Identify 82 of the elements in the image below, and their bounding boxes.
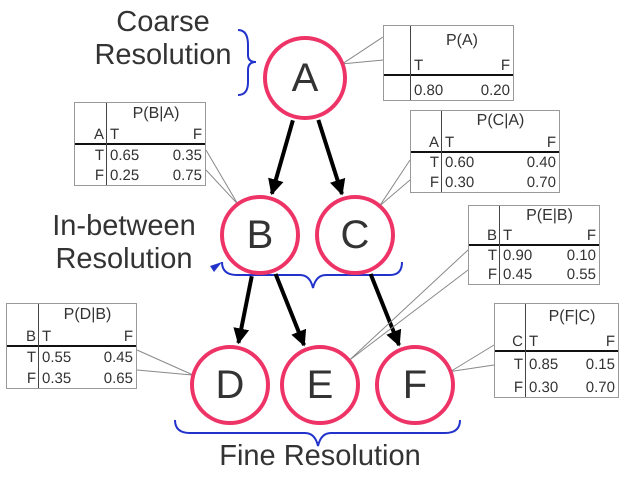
column-header: T [42,329,52,344]
table-title: P(C|A) [476,113,524,130]
row-header: F [488,267,497,282]
probability-table [6,303,137,389]
node-letter: F [402,365,428,405]
table-title: P(E|B) [526,208,573,224]
probability-value: 0.70 [526,175,556,190]
row-header: T [26,350,36,365]
arrow [274,273,306,347]
row-header: F [514,380,523,395]
node-letter: D [216,365,244,405]
node-letter: C [340,215,370,255]
probability-value: 0.60 [445,154,474,170]
column-header: T [110,127,120,142]
row-header: C [512,334,523,348]
row-header: T [430,154,439,170]
column-header: T [503,228,512,243]
probability-value: 0.85 [529,356,558,372]
probability-value: 0.55 [42,350,72,365]
table-title: P(A) [446,32,478,49]
table-title: P(F|C) [548,309,596,326]
table-title: P(B|A) [132,106,180,122]
column-header: T [414,58,424,74]
probability-table [74,102,206,186]
node-letter: E [306,365,334,405]
column-header: F [606,334,615,348]
row-header: T [514,356,523,372]
table-title: P(D|B) [64,307,112,323]
arrow [368,273,402,347]
leader-line [136,350,194,376]
level-label: Fine Resolution [218,440,422,474]
probability-value: 0.20 [480,82,510,98]
probability-value: 0.30 [445,175,474,190]
probability-value: 0.90 [503,248,532,262]
column-header: F [586,228,596,243]
probability-value: 0.35 [172,148,202,162]
leader-line [450,344,494,372]
variable-node [220,195,300,275]
probability-table [410,110,560,193]
column-header: F [124,329,133,344]
level-label: In-between Resolution [51,210,197,277]
probability-value: 0.25 [110,168,140,183]
level-label: Coarse Resolution [93,6,233,73]
probability-value: 0.35 [42,371,72,386]
probability-value: 0.80 [414,82,444,98]
column-header: T [445,134,454,150]
row-header: F [430,175,439,190]
leader-line [348,250,468,361]
arrow [268,120,295,196]
row-header: B [26,329,36,344]
row-header: T [94,148,104,162]
probability-value: 0.65 [110,148,140,162]
probability-value: 0.75 [172,168,202,183]
probability-table [494,303,619,398]
row-header: A [428,134,439,150]
column-header: F [500,58,510,74]
probability-value: 0.45 [104,350,133,365]
leader-line [379,160,410,206]
probability-table [468,205,600,285]
probability-table [383,25,514,101]
node-letter: B [246,215,274,255]
row-header: F [26,371,36,386]
probability-value: 0.70 [586,380,615,395]
probability-value: 0.40 [526,154,556,170]
leader-line [206,150,238,205]
probability-value: 0.45 [503,267,532,282]
column-header: F [192,127,202,142]
row-header: F [94,168,104,183]
row-header: A [94,127,104,142]
row-header: T [488,248,497,262]
probability-value: 0.15 [586,356,615,372]
column-header: F [546,134,556,150]
leader-line [342,36,384,64]
arrow [233,276,254,344]
arrow [316,119,346,196]
node-letter: A [292,58,318,98]
probability-value: 0.10 [566,248,596,262]
probability-value: 0.55 [566,267,596,282]
column-header: T [529,334,538,348]
probability-value: 0.65 [104,371,133,386]
probability-value: 0.30 [529,380,558,395]
row-header: B [486,228,497,243]
